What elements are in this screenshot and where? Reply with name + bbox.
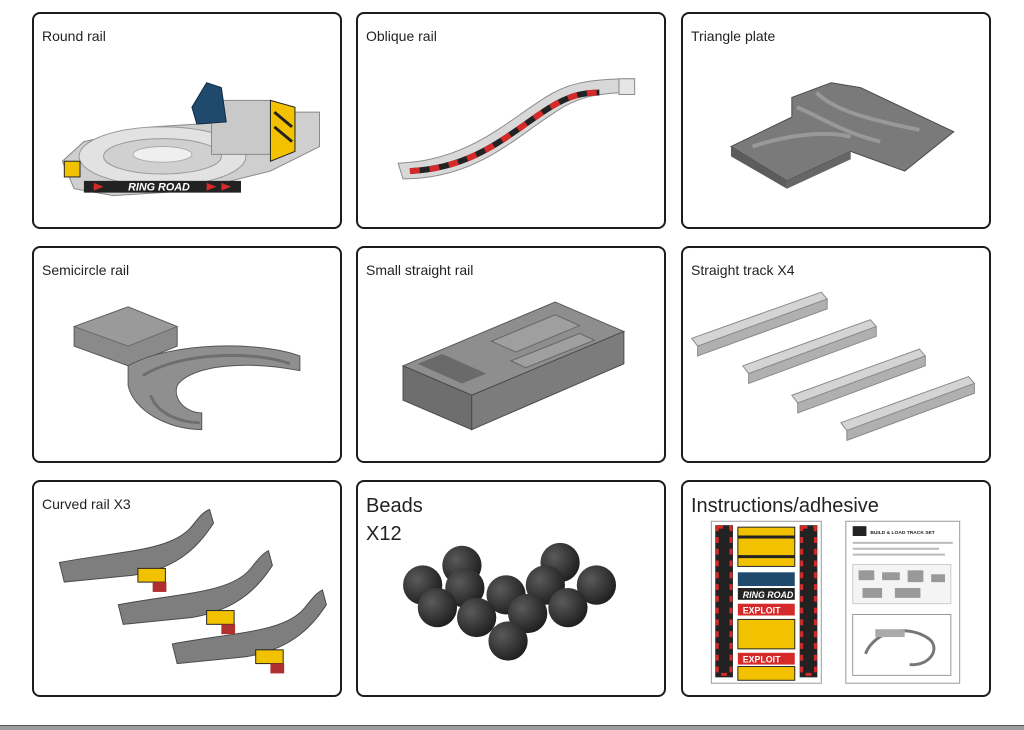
item-card-triangle-plate: Triangle plate <box>681 12 991 229</box>
ring-road-decal: RING ROAD <box>128 182 190 194</box>
item-card-instructions: Instructions/adhesive RING ROAD EXPLOIT … <box>681 480 991 697</box>
round-rail-image: RING ROAD <box>61 82 321 197</box>
manual-title: BUILD & LOAD TRACK SET <box>870 530 934 536</box>
exploit-sticker: EXPLOIT <box>743 606 781 616</box>
item-card-beads: Beads X12 <box>356 480 666 697</box>
small-straight-rail-image <box>401 301 626 431</box>
item-label: Beads X12 <box>366 495 423 545</box>
item-card-small-straight-rail: Small straight rail <box>356 246 666 463</box>
triangle-plate-image <box>729 82 955 189</box>
beads-image <box>403 542 617 661</box>
item-label: Round rail <box>42 28 106 44</box>
item-card-oblique-rail: Oblique rail <box>356 12 666 229</box>
instructions-image: RING ROAD EXPLOIT EXPLOIT BUILD & LOAD T… <box>710 520 961 684</box>
item-label: Small straight rail <box>366 262 474 278</box>
item-label: Triangle plate <box>691 28 776 44</box>
straight-track-image <box>690 291 976 442</box>
item-label: Oblique rail <box>366 28 437 44</box>
oblique-rail-image <box>397 78 636 180</box>
item-label: Instructions/adhesive <box>691 495 879 517</box>
bottom-divider <box>0 725 1024 726</box>
item-card-straight-track: Straight track X4 <box>681 246 991 463</box>
item-card-semicircle-rail: Semicircle rail <box>32 246 342 463</box>
item-card-round-rail: Round rail RING ROAD <box>32 12 342 229</box>
semicircle-rail-image <box>72 306 301 431</box>
bottom-bar <box>0 726 1024 730</box>
item-label: Semicircle rail <box>42 262 130 278</box>
exploit-sticker-2: EXPLOIT <box>743 655 781 665</box>
ring-road-sticker: RING ROAD <box>743 590 794 600</box>
item-label: Curved rail X3 <box>42 496 131 512</box>
curved-rail-image <box>58 508 327 674</box>
item-label: Straight track X4 <box>691 262 795 278</box>
item-card-curved-rail: Curved rail X3 <box>32 480 342 697</box>
